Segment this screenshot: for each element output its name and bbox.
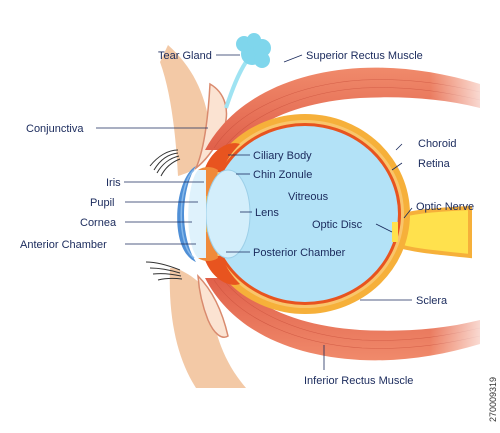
label-ciliary-body: Ciliary Body: [253, 150, 312, 162]
label-optic-disc: Optic Disc: [312, 219, 363, 231]
label-pupil: Pupil: [90, 197, 114, 209]
label-optic-nerve: Optic Nerve: [416, 201, 474, 213]
stock-id-watermark: 270009319: [488, 377, 498, 422]
label-posterior-chamber: Posterior Chamber: [253, 247, 346, 259]
label-sclera: Sclera: [416, 295, 448, 307]
superior-rectus-muscle: [205, 67, 480, 150]
label-lens: Lens: [255, 207, 279, 219]
label-inferior-rectus-muscle: Inferior Rectus Muscle: [304, 375, 413, 387]
optic-nerve: [390, 205, 472, 259]
label-iris: Iris: [106, 177, 121, 189]
cornea: [177, 166, 196, 262]
label-retina: Retina: [418, 158, 451, 170]
ciliary-body-top: [205, 143, 240, 172]
stock-id-text: 270009319: [488, 377, 498, 422]
leader-lines: [96, 54, 413, 370]
lower-eyelid-inner: [197, 274, 229, 338]
upper-eyelid: [160, 45, 212, 176]
label-superior-rectus-muscle: Superior Rectus Muscle: [306, 50, 423, 62]
label-choroid: Choroid: [418, 138, 457, 150]
upper-eyelashes: [149, 149, 181, 177]
lower-eyelid: [169, 268, 246, 388]
label-conjunctiva: Conjunctiva: [26, 123, 84, 135]
lens: [205, 169, 251, 259]
label-tear-gland: Tear Gland: [158, 50, 212, 62]
inferior-rectus-muscle: [205, 278, 480, 361]
optic-disc: [392, 222, 398, 242]
label-cornea: Cornea: [80, 217, 117, 229]
lower-eyelashes: [145, 261, 183, 281]
ciliary-body-bottom: [205, 256, 240, 285]
tear-gland: [224, 33, 271, 109]
label-vitreous: Vitreous: [288, 191, 329, 203]
anterior-chamber: [188, 170, 206, 258]
label-anterior-chamber: Anterior Chamber: [20, 239, 107, 251]
vitreous-body: [212, 126, 398, 302]
label-chin-zonule: Chin Zonule: [253, 169, 312, 181]
